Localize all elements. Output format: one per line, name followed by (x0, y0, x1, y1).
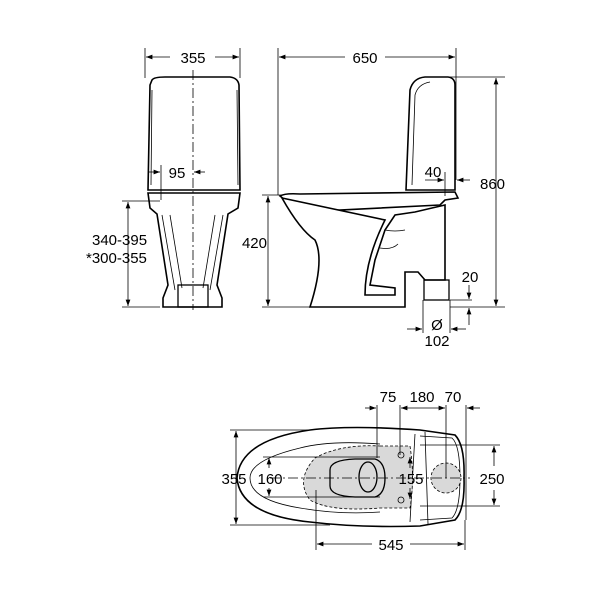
front-height-label-1: 340-395 (92, 232, 147, 249)
front-tank (147, 76, 241, 191)
side-total-height-label: 860 (480, 176, 505, 193)
side-bowl (280, 196, 446, 308)
top-dim-180-label: 180 (409, 389, 434, 406)
top-dim-75-label: 75 (380, 389, 397, 406)
top-bolt-spacing-label: 155 (398, 471, 423, 488)
side-outlet-height-label: 20 (462, 269, 479, 286)
front-bowl-body (147, 192, 241, 308)
front-view: 355 95 340-395 *300-355 (86, 48, 241, 310)
side-tank-overhang-label: 40 (425, 164, 442, 181)
side-length-label: 650 (352, 50, 377, 67)
top-seat-width-label: 160 (257, 471, 282, 488)
side-outlet-diameter-symbol: Ø (431, 317, 443, 334)
side-outlet (423, 279, 450, 301)
front-width-label: 355 (180, 50, 205, 67)
top-outlet-span-label: 250 (479, 471, 504, 488)
side-view: 650 420 860 40 20 Ø 102 (242, 48, 505, 350)
top-seat-area (303, 445, 413, 510)
top-view: 355 160 155 250 75 180 70 545 (221, 389, 504, 554)
top-length-label: 545 (378, 537, 403, 554)
front-offset-label: 95 (169, 165, 186, 182)
side-outlet-diameter-label: 102 (424, 333, 449, 350)
side-seat-height-label: 420 (242, 235, 267, 252)
front-height-label-2: *300-355 (86, 250, 147, 267)
top-dim-70-label: 70 (445, 389, 462, 406)
top-width-label: 355 (221, 471, 246, 488)
